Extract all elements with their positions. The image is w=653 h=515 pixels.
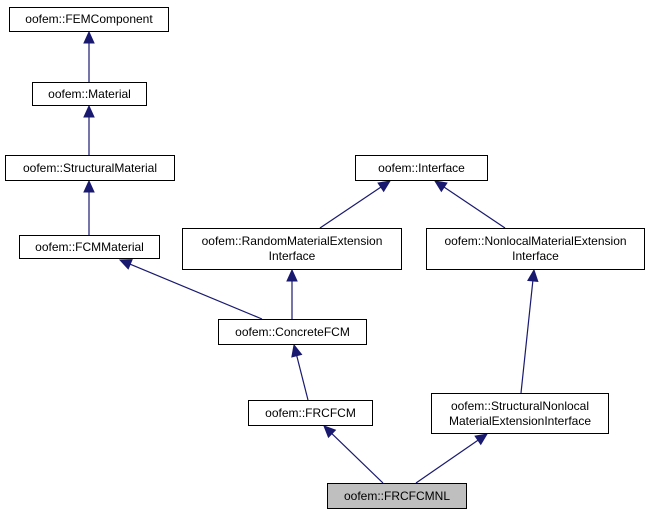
node-nonlocal-material-extension-interface-label-1: oofem::NonlocalMaterialExtension [444, 234, 627, 248]
node-structural-material[interactable]: oofem::StructuralMaterial [5, 155, 175, 181]
node-nonlocal-material-extension-interface-label-2: Interface [512, 249, 559, 263]
node-material[interactable]: oofem::Material [32, 82, 147, 106]
edge-nonlocalext-to-interface [433, 180, 506, 229]
edge-structuralmaterial-to-material [83, 104, 95, 155]
node-frc-fcm-nl-label: oofem::FRCFCMNL [343, 488, 450, 503]
node-interface-label: oofem::Interface [378, 160, 465, 175]
edge-line [443, 186, 506, 229]
edge-line [319, 186, 382, 229]
arrowhead-icon [527, 268, 539, 283]
node-fem-component-label: oofem::FEMComponent [25, 12, 153, 26]
arrowhead-icon [83, 30, 95, 44]
node-interface[interactable]: oofem::Interface [355, 155, 488, 181]
node-fcm-material-label: oofem::FCMMaterial [35, 239, 144, 254]
edge-line [520, 280, 534, 394]
edge-concretefcm-to-randomext [286, 268, 298, 319]
arrowhead-icon [286, 268, 298, 282]
edge-line [415, 439, 479, 484]
arrowhead-icon [118, 259, 133, 270]
arrowhead-icon [377, 180, 392, 193]
node-nonlocal-material-extension-interface[interactable]: oofem::NonlocalMaterialExtension Interfa… [426, 228, 645, 270]
node-concrete-fcm[interactable]: oofem::ConcreteFCM [218, 319, 367, 345]
edge-line [129, 263, 263, 320]
arrowhead-icon [291, 343, 303, 358]
node-fem-component[interactable]: oofem::FEMComponent [9, 7, 169, 32]
node-structural-nonlocal-material-extension-interface-label-2: MaterialExtensionInterface [448, 413, 592, 428]
node-frc-fcm-label: oofem::FRCFCM [265, 405, 356, 420]
node-random-material-extension-interface-label-2: Interface [268, 249, 316, 263]
node-material-label: oofem::Material [48, 86, 131, 101]
node-structural-nonlocal-material-extension-interface[interactable]: oofem::StructuralNonlocal MaterialExtens… [431, 393, 609, 434]
edge-randomext-to-interface [319, 180, 392, 229]
edge-concretefcm-to-fcmmaterial [118, 259, 263, 320]
node-fcm-material[interactable]: oofem::FCMMaterial [19, 235, 160, 259]
node-frc-fcm-nl-current: oofem::FRCFCMNL [327, 483, 467, 509]
edge-frcfcmnl-to-frcfcm [323, 425, 384, 484]
edge-fcmmaterial-to-structuralmaterial [83, 179, 95, 235]
node-frc-fcm[interactable]: oofem::FRCFCM [248, 400, 373, 426]
edge-structuralnonlocal-to-nonlocalext [520, 268, 539, 394]
edge-line [296, 355, 309, 401]
node-random-material-extension-interface[interactable]: oofem::RandomMaterialExtension Interface [182, 228, 402, 270]
arrowhead-icon [474, 433, 488, 446]
edge-material-to-femcomponent [83, 30, 95, 82]
edge-line [331, 433, 384, 484]
arrowhead-icon [323, 425, 337, 439]
node-random-material-extension-interface-label-1: oofem::RandomMaterialExtension [201, 234, 383, 248]
arrowhead-icon [83, 179, 95, 193]
arrowhead-icon [433, 180, 448, 193]
edge-frcfcmnl-to-structuralnonlocal [415, 433, 488, 484]
node-structural-material-label: oofem::StructuralMaterial [22, 160, 158, 175]
node-structural-nonlocal-material-extension-interface-label-1: oofem::StructuralNonlocal [450, 398, 590, 413]
arrowhead-icon [83, 104, 95, 118]
edge-frcfcm-to-concretefcm [291, 343, 309, 401]
node-concrete-fcm-label: oofem::ConcreteFCM [235, 324, 350, 339]
